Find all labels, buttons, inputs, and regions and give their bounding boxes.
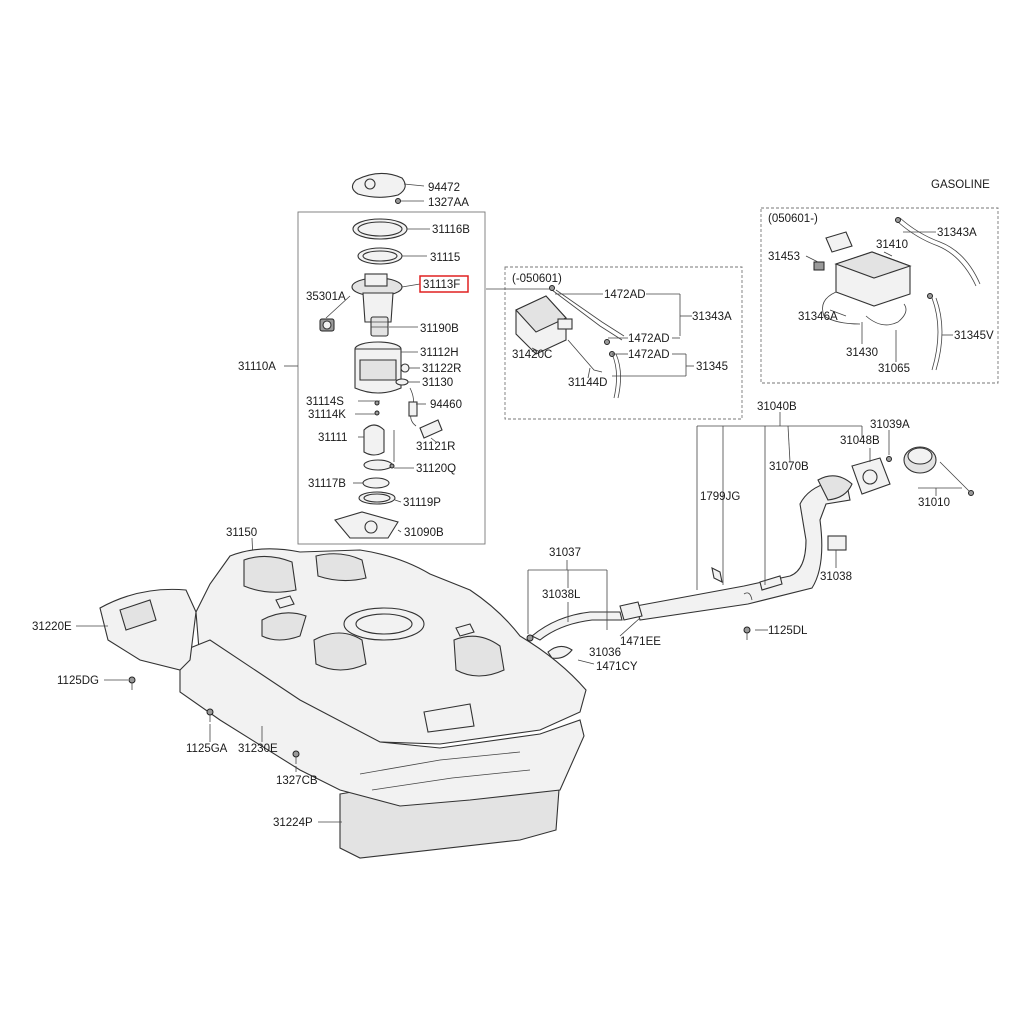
part-label-31121R[interactable]: 31121R bbox=[416, 441, 455, 453]
part-label-1471CY[interactable]: 1471CY bbox=[596, 661, 638, 673]
part-label-31343A-a[interactable]: 31343A bbox=[692, 311, 732, 323]
part-label-94472[interactable]: 94472 bbox=[428, 182, 460, 194]
part-label-31410[interactable]: 31410 bbox=[876, 239, 908, 251]
hose-drawing bbox=[526, 601, 643, 659]
part-label-31190B[interactable]: 31190B bbox=[420, 323, 459, 335]
part-label-31144D[interactable]: 31144D bbox=[568, 377, 607, 389]
part-label-31130[interactable]: 31130 bbox=[422, 377, 453, 389]
inset-label-early: (-050601) bbox=[512, 273, 562, 285]
evap-early-inset-frame bbox=[504, 266, 743, 420]
variant-label-gasoline: GASOLINE bbox=[931, 179, 990, 191]
part-label-1125DG[interactable]: 1125DG bbox=[57, 675, 99, 687]
part-label-31090B[interactable]: 31090B bbox=[404, 527, 444, 539]
part-label-1472AD-b[interactable]: 1472AD bbox=[628, 333, 670, 345]
fuel-tank-drawing bbox=[99, 548, 587, 859]
highlight-box-31113F bbox=[419, 275, 469, 293]
part-label-31048B[interactable]: 31048B bbox=[840, 435, 880, 447]
part-label-31070B[interactable]: 31070B bbox=[769, 461, 809, 473]
part-label-31112H[interactable]: 31112H bbox=[420, 347, 459, 359]
part-label-1471EE[interactable]: 1471EE bbox=[620, 636, 661, 648]
part-label-31343A-b[interactable]: 31343A bbox=[937, 227, 977, 239]
part-label-31430[interactable]: 31430 bbox=[846, 347, 878, 359]
part-label-31010[interactable]: 31010 bbox=[918, 497, 950, 509]
part-label-1327AA[interactable]: 1327AA bbox=[428, 197, 469, 209]
part-label-1125GA[interactable]: 1125GA bbox=[186, 743, 228, 755]
part-label-31116B[interactable]: 31116B bbox=[432, 224, 470, 236]
part-label-1327CB[interactable]: 1327CB bbox=[276, 775, 318, 787]
part-label-31345V[interactable]: 31345V bbox=[954, 330, 994, 342]
part-label-1472AD-a[interactable]: 1472AD bbox=[604, 289, 646, 301]
evap-late-canister-drawing bbox=[813, 217, 981, 371]
part-label-31345[interactable]: 31345 bbox=[696, 361, 728, 373]
part-label-31117B[interactable]: 31117B bbox=[308, 478, 346, 490]
inset-label-late: (050601-) bbox=[768, 213, 818, 225]
part-label-31220E[interactable]: 31220E bbox=[32, 621, 72, 633]
hose-leader-lines bbox=[527, 560, 641, 665]
pump-leader-lines bbox=[251, 183, 437, 561]
evap-early-canister-drawing bbox=[515, 285, 625, 399]
part-label-31119P[interactable]: 31119P bbox=[403, 497, 441, 509]
part-label-31150[interactable]: 31150 bbox=[226, 527, 257, 539]
part-label-31114S[interactable]: 31114S bbox=[306, 396, 344, 408]
part-label-31120Q[interactable]: 31120Q bbox=[416, 463, 456, 475]
part-label-31111[interactable]: 31111 bbox=[318, 432, 347, 444]
part-label-31039A[interactable]: 31039A bbox=[870, 419, 910, 431]
part-label-31114K[interactable]: 31114K bbox=[308, 409, 346, 421]
part-label-31038L[interactable]: 31038L bbox=[542, 589, 581, 601]
evap-late-leader-lines bbox=[805, 231, 953, 362]
part-label-31115[interactable]: 31115 bbox=[430, 252, 460, 264]
part-label-31037[interactable]: 31037 bbox=[549, 547, 581, 559]
part-label-1799JG[interactable]: 1799JG bbox=[700, 491, 740, 503]
part-label-31224P[interactable]: 31224P bbox=[273, 817, 313, 829]
tank-leader-lines bbox=[76, 625, 342, 823]
part-label-31113F[interactable]: 31113F bbox=[423, 279, 460, 291]
part-labels: 94472 1327AA 31116B 31115 31113F 35301A … bbox=[32, 182, 994, 829]
part-label-1125DL[interactable]: 1125DL bbox=[768, 625, 808, 637]
part-label-1472AD-c[interactable]: 1472AD bbox=[628, 349, 670, 361]
fuel-pump-assembly-frame bbox=[297, 211, 486, 545]
part-label-31038[interactable]: 31038 bbox=[820, 571, 852, 583]
evap-late-inset-frame bbox=[760, 207, 999, 384]
filler-neck-leader-lines bbox=[696, 412, 962, 631]
filler-neck-drawing bbox=[635, 446, 974, 640]
part-label-31036[interactable]: 31036 bbox=[589, 647, 621, 659]
part-label-31065[interactable]: 31065 bbox=[878, 363, 910, 375]
part-label-31040B[interactable]: 31040B bbox=[757, 401, 797, 413]
part-label-31110A[interactable]: 31110A bbox=[238, 361, 276, 373]
part-label-94460[interactable]: 94460 bbox=[430, 399, 462, 411]
part-label-35301A[interactable]: 35301A bbox=[306, 291, 346, 303]
part-label-31420C[interactable]: 31420C bbox=[512, 349, 552, 361]
evap-early-leader-lines bbox=[486, 288, 694, 379]
part-label-31346A[interactable]: 31346A bbox=[798, 311, 838, 323]
part-label-31122R[interactable]: 31122R bbox=[422, 363, 461, 375]
fuel-pump-module-drawing bbox=[319, 172, 443, 539]
part-label-31453[interactable]: 31453 bbox=[768, 251, 800, 263]
part-label-31230E[interactable]: 31230E bbox=[238, 743, 278, 755]
